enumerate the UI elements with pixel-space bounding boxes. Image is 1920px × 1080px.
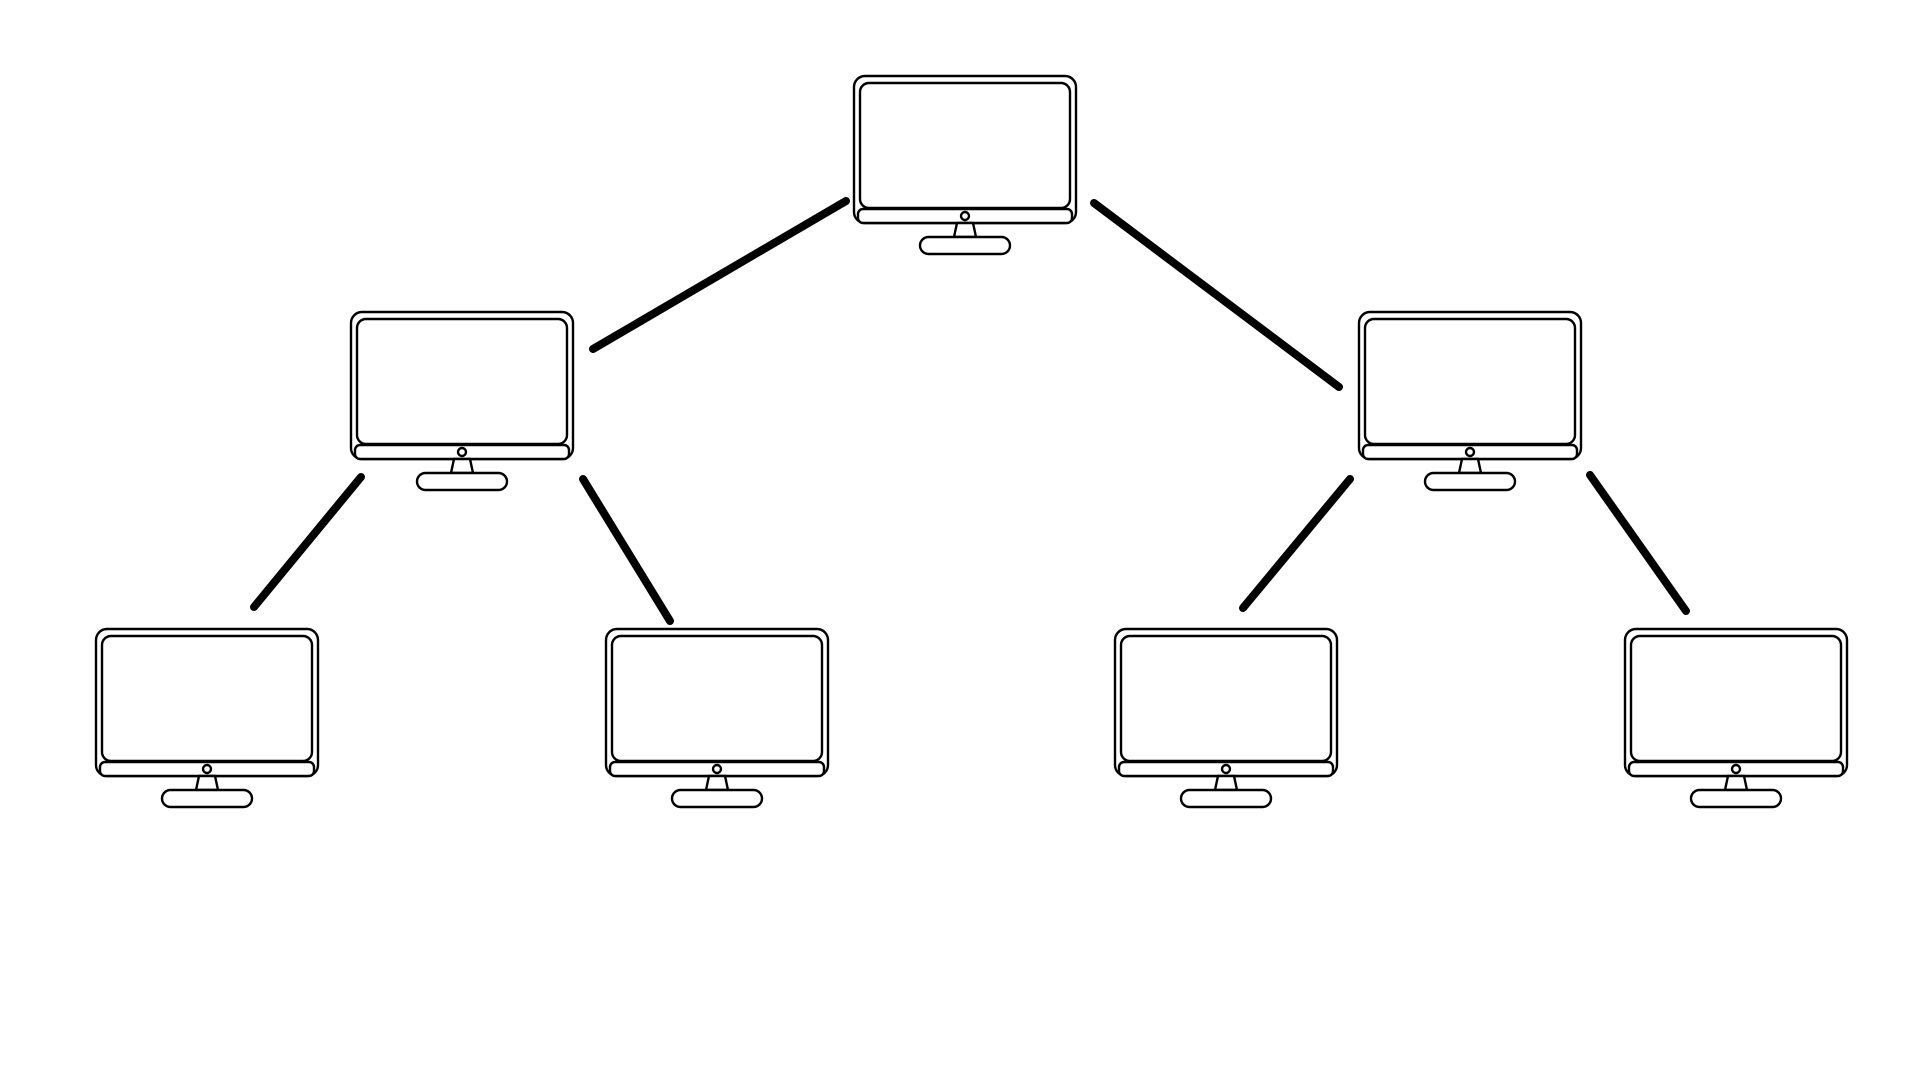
monitor-icon xyxy=(1357,310,1583,492)
monitor-icon xyxy=(349,310,575,492)
monitor-icon xyxy=(1113,627,1339,809)
connector-root-right xyxy=(1090,199,1343,391)
connectors xyxy=(250,197,1690,625)
connector-left-leftright xyxy=(579,475,674,625)
connector-root-left xyxy=(589,197,850,353)
connector-right-rightleft xyxy=(1239,475,1354,612)
monitor-icon xyxy=(604,627,830,809)
monitor-icon xyxy=(94,627,320,809)
connector-right-rightright xyxy=(1586,471,1690,615)
monitor-icon xyxy=(852,74,1078,256)
connector-left-leftleft xyxy=(250,473,365,611)
monitor-icon xyxy=(1623,627,1849,809)
tree-nodes xyxy=(94,74,1849,809)
